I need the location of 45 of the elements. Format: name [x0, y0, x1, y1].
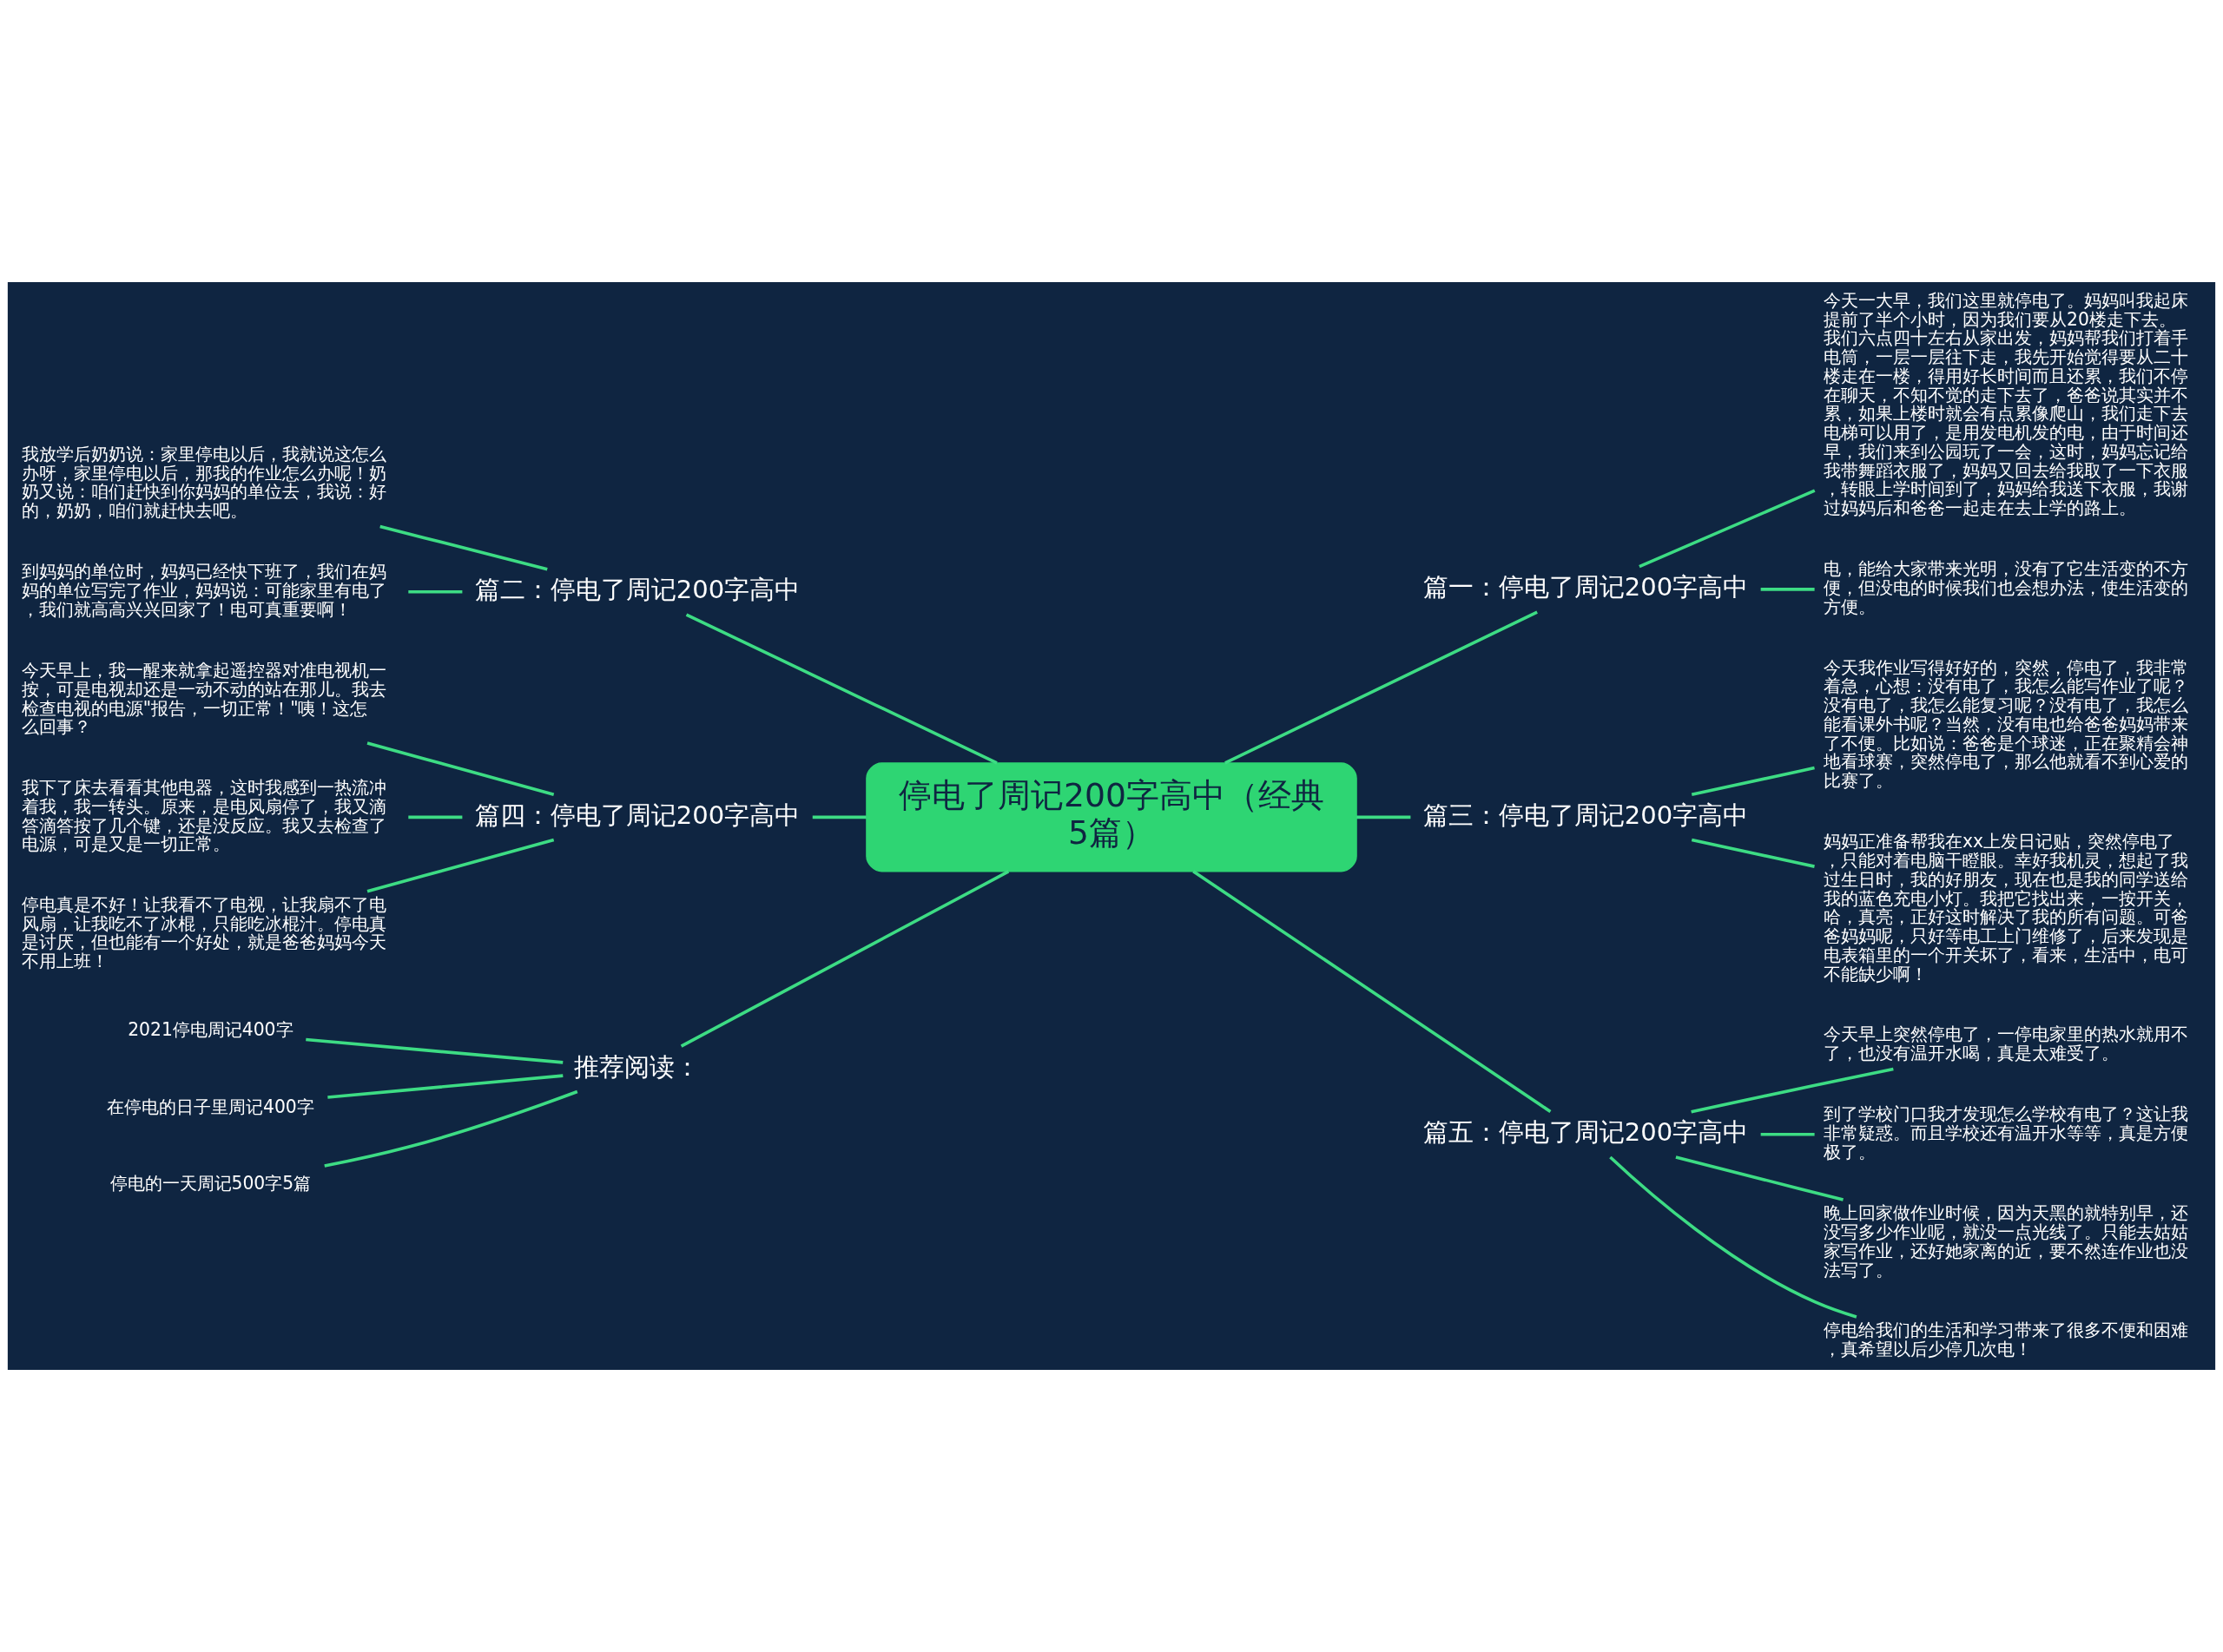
connector	[306, 1037, 564, 1064]
connector	[408, 589, 463, 594]
node-text: 停电给我们的生活和学习带来了很多不便和困难，真希望以后少停几次电！	[1824, 1320, 2189, 1359]
connector	[680, 870, 1010, 1048]
connector	[1760, 1133, 1815, 1136]
connector	[1675, 1155, 1844, 1201]
node-text: 篇二：停电了周记200字高中	[474, 575, 801, 605]
connector	[366, 741, 555, 796]
node-text: 我放学后奶奶说：家里停电以后，我就说这怎么办呀，家里停电以后，那我的作业怎么办呢！奶奶又说：咱们赶快到你妈妈的单位去，我说：好的，奶奶，咱们就赶快去吧。	[21, 443, 386, 522]
node-text: 今天早上突然停电了，一停电家里的热水就用不了，也没有温开水喝，真是太难受了。	[1824, 1023, 2189, 1064]
node-text: 篇五：停电了周记200字高中	[1422, 1117, 1749, 1148]
connector	[1356, 815, 1411, 819]
node-text: 到了学校门口我才发现怎么学校有电了？这让我非常疑惑。而且学校还有温开水等等，真是方便极了。	[1824, 1103, 2189, 1162]
connector	[1691, 838, 1815, 868]
node-text: 今天我作业写得好好的，突然，停电了，我非常着急，心想：没有电了，我怎么能写作业了呢？没有电了，我怎么能复习呢？没有电了，我怎么能看课外书呢？当然，没有电也给爸爸妈妈带来了不便。比如说：爸爸是个球迷，正在聚精会神地看球赛，突然停电了，那么他就看不到心爱的比赛了。	[1824, 656, 2189, 792]
node-text: 2021停电周记400字	[128, 1019, 294, 1041]
connector	[408, 815, 463, 819]
node-text: 篇一：停电了周记200字高中	[1422, 572, 1749, 602]
node-text: 篇三：停电了周记200字高中	[1422, 800, 1749, 830]
node-text: 妈妈正准备帮我在xx上发日记贴，突然停电了，只能对着电脑干瞪眼。幸好我机灵，想起了我过生日时，我的好朋友，现在也是我的同学送给我的蓝色充电小灯。我把它找出来，一按开关，哈，真亮，正好这时解决了我的所有问题。可爸爸妈妈呢，只好等电工上门维修了，后来发现是电表箱里的一个开关坏了，看来，生活中，电可不能缺少啊！	[1824, 831, 2189, 984]
node-text: 篇四：停电了周记200字高中	[474, 800, 801, 830]
node-text: 到妈妈的单位时，妈妈已经快下班了，我们在妈妈的单位写完了作业，妈妈说：可能家里有电了，我们就高高兴兴回家了！电可真重要啊！	[21, 561, 386, 620]
node-text: 停电的一天周记500字5篇	[109, 1173, 312, 1195]
connector	[327, 1074, 564, 1099]
connector	[1760, 588, 1815, 591]
node-text: 今天一大早，我们这里就停电了。妈妈叫我起床提前了半个小时，因为我们要从20楼走下去。我们六点四十左右从家出发，妈妈帮我们打着手电筒，一层一层往下走，我先开始觉得要从二十楼走在一楼，得用好长时间而且还累，我们不停在聊天，不知不觉的走下去了，爸爸说其实并不累，如果上楼时就会有点累像爬山，我们走下去电梯可以用了，是用发电机发的电，由于时间还早，我们来到公园玩了一会，这时，妈妈忘记给我带舞蹈衣服了，妈妈又回去给我取了一下衣服，转眼上学时间到了，妈妈给我送下衣服，我谢过妈妈后和爸爸一起走在去上学的路上。	[1824, 289, 2189, 519]
connector	[1691, 766, 1815, 796]
connector	[1224, 610, 1538, 765]
connector	[1639, 489, 1816, 569]
connector	[1691, 1067, 1894, 1114]
node-box: 停电了周记200字高中（经典5篇）	[866, 762, 1357, 872]
connector	[1609, 1155, 1857, 1319]
node-text: 我下了床去看看其他电器，这时我感到一热流冲着我，我一转头。原来，是电风扇停了，我又滴答滴答按了几个键，还是没反应。我又去检查了电源，可是又是一切正常。	[21, 777, 386, 855]
node-text: 电，能给大家带来光明，没有了它生活变的不方便，但没电的时候我们也会想办法，使生活变的方便。	[1824, 558, 2189, 617]
connector	[812, 815, 867, 819]
connector	[685, 613, 998, 765]
connector	[1192, 870, 1552, 1113]
node-text: 推荐阅读：	[574, 1051, 701, 1082]
node-text: 今天早上，我一醒来就拿起遥控器对准电视机一按，可是电视却还是一动不动的站在那儿。我去检查电视的电源"报告，一切正常！"咦！这怎么回事？	[21, 660, 386, 738]
connector	[366, 838, 555, 893]
connector	[379, 524, 548, 571]
node-text: 在停电的日子里周记400字	[106, 1096, 314, 1117]
node-text: 晚上回家做作业时候，因为天黑的就特别早，还没写多少作业呢，就没一点光线了。只能去姑姑家写作业，还好她家离的近，要不然连作业也没法写了。	[1824, 1202, 2189, 1280]
connector	[324, 1089, 578, 1168]
node-text: 停电真是不好！让我看不了电视，让我扇不了电风扇，让我吃不了冰棍，只能吃冰棍汁。停电真是讨厌，但也能有一个好处，就是爸爸妈妈今天不用上班！	[21, 893, 386, 972]
